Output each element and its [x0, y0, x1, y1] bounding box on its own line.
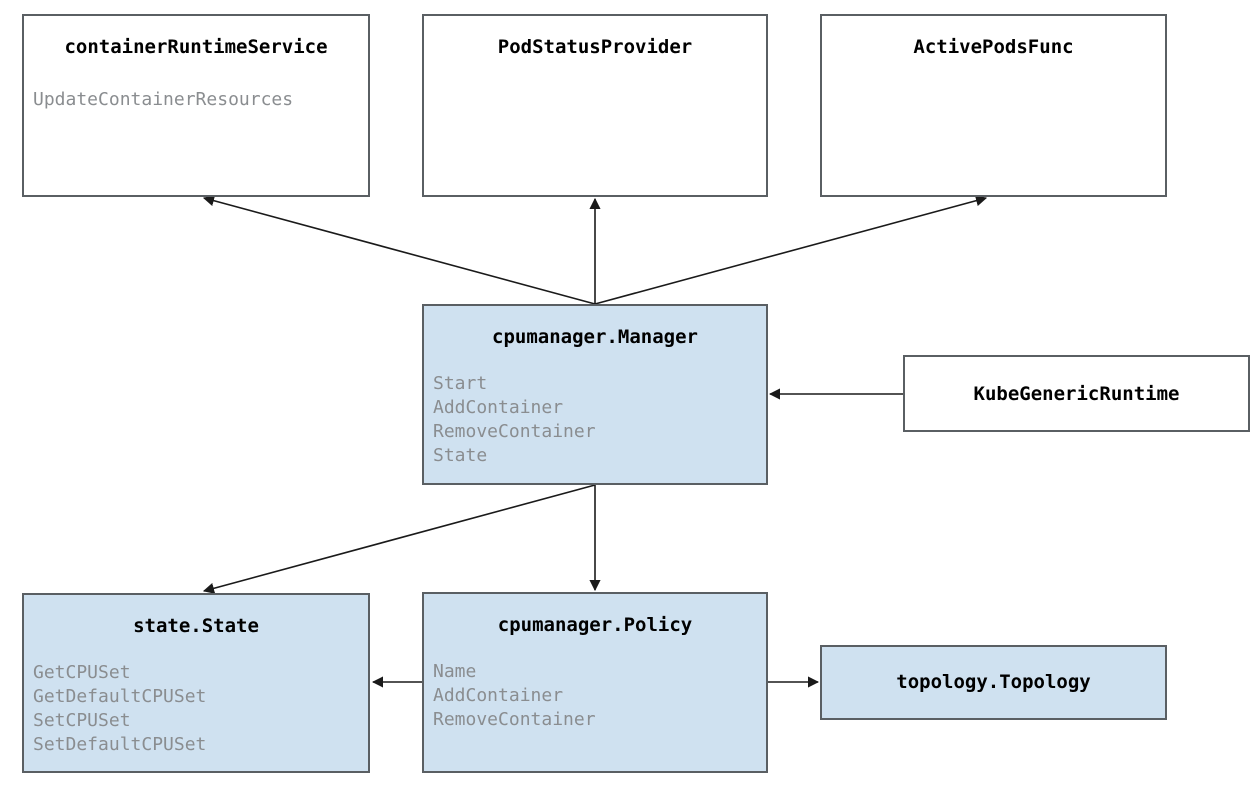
node-title: KubeGenericRuntime [973, 383, 1180, 405]
method-item: GetDefaultCPUSet [33, 686, 207, 707]
edge-manager-to-state-state [202, 484, 596, 594]
edge-manager-to-container-runtime-service [202, 195, 596, 305]
node-title: state.State [133, 615, 259, 637]
method-item: SetCPUSet [33, 710, 131, 731]
node-state-state[interactable]: state.State GetCPUSet GetDefaultCPUSet S… [22, 593, 370, 773]
method-item: UpdateContainerResources [33, 89, 294, 110]
method-item: RemoveContainer [433, 709, 596, 730]
node-method-list: Start AddContainer RemoveContainer State [433, 372, 762, 468]
node-topology-topology[interactable]: topology.Topology [820, 645, 1167, 720]
node-method-list: UpdateContainerResources [33, 88, 364, 112]
node-title: PodStatusProvider [497, 36, 693, 58]
node-title: topology.Topology [896, 671, 1091, 693]
node-cpumanager-manager[interactable]: cpumanager.Manager Start AddContainer Re… [422, 304, 768, 485]
method-item: State [433, 445, 488, 466]
node-container-runtime-service[interactable]: containerRuntimeService UpdateContainerR… [22, 14, 370, 197]
method-item: SetDefaultCPUSet [33, 734, 207, 755]
node-title: cpumanager.Manager [492, 326, 698, 348]
node-kube-generic-runtime[interactable]: KubeGenericRuntime [903, 355, 1250, 432]
node-cpumanager-policy[interactable]: cpumanager.Policy Name AddContainer Remo… [422, 592, 768, 773]
node-title: containerRuntimeService [64, 36, 328, 58]
node-title: cpumanager.Policy [497, 614, 693, 636]
node-method-list: Name AddContainer RemoveContainer [433, 660, 762, 732]
edge-manager-to-active-pods-func [594, 195, 988, 305]
node-active-pods-func[interactable]: ActivePodsFunc [820, 14, 1167, 197]
method-item: RemoveContainer [433, 421, 596, 442]
method-item: GetCPUSet [33, 662, 131, 683]
method-item: AddContainer [433, 397, 564, 418]
method-item: Start [433, 373, 488, 394]
node-pod-status-provider[interactable]: PodStatusProvider [422, 14, 768, 197]
node-title: ActivePodsFunc [913, 36, 1074, 58]
node-method-list: GetCPUSet GetDefaultCPUSet SetCPUSet Set… [33, 661, 364, 757]
method-item: AddContainer [433, 685, 564, 706]
method-item: Name [433, 661, 477, 682]
